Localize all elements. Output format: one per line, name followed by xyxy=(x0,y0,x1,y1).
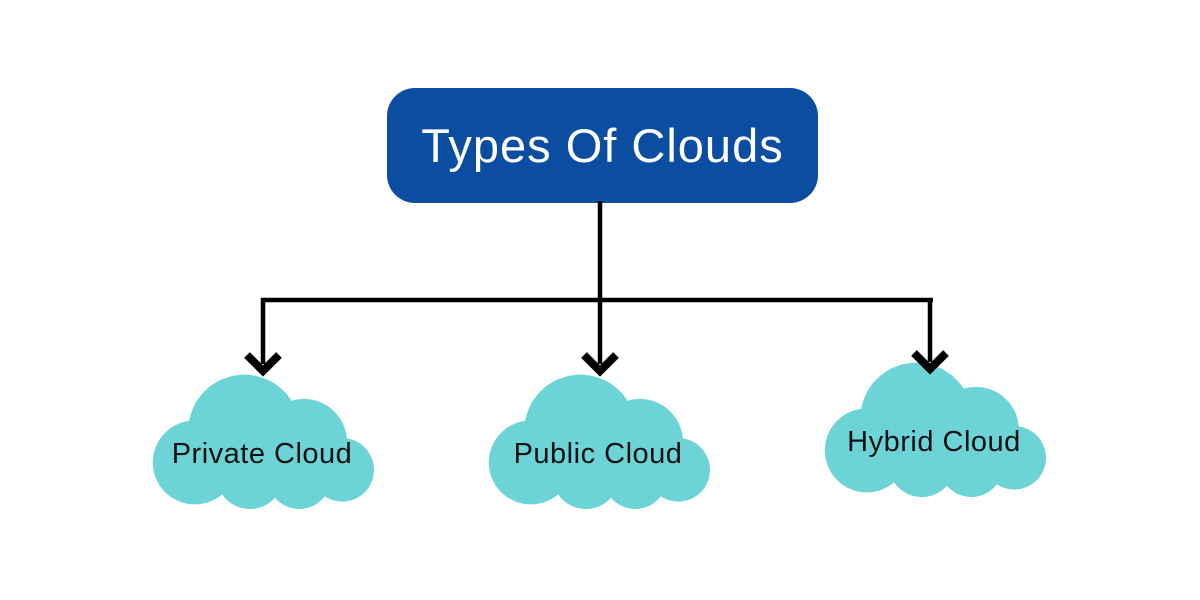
cloud-label-hybrid: Hybrid Cloud xyxy=(847,426,1021,458)
cloud-label-private: Private Cloud xyxy=(171,438,353,470)
title-node: Types Of Clouds xyxy=(387,88,818,203)
cloud-label-public: Public Cloud xyxy=(513,438,683,470)
cloud-node-public: Public Cloud xyxy=(484,370,712,510)
arrow-down-icon xyxy=(244,352,282,377)
cloud-icon xyxy=(824,362,1046,498)
cloud-node-private: Private Cloud xyxy=(148,370,376,510)
diagram-title: Types Of Clouds xyxy=(421,119,784,172)
arrow-down-icon xyxy=(581,352,619,377)
cloud-icon xyxy=(152,374,374,510)
cloud-icon xyxy=(488,374,710,510)
cloud-node-hybrid: Hybrid Cloud xyxy=(820,358,1048,498)
